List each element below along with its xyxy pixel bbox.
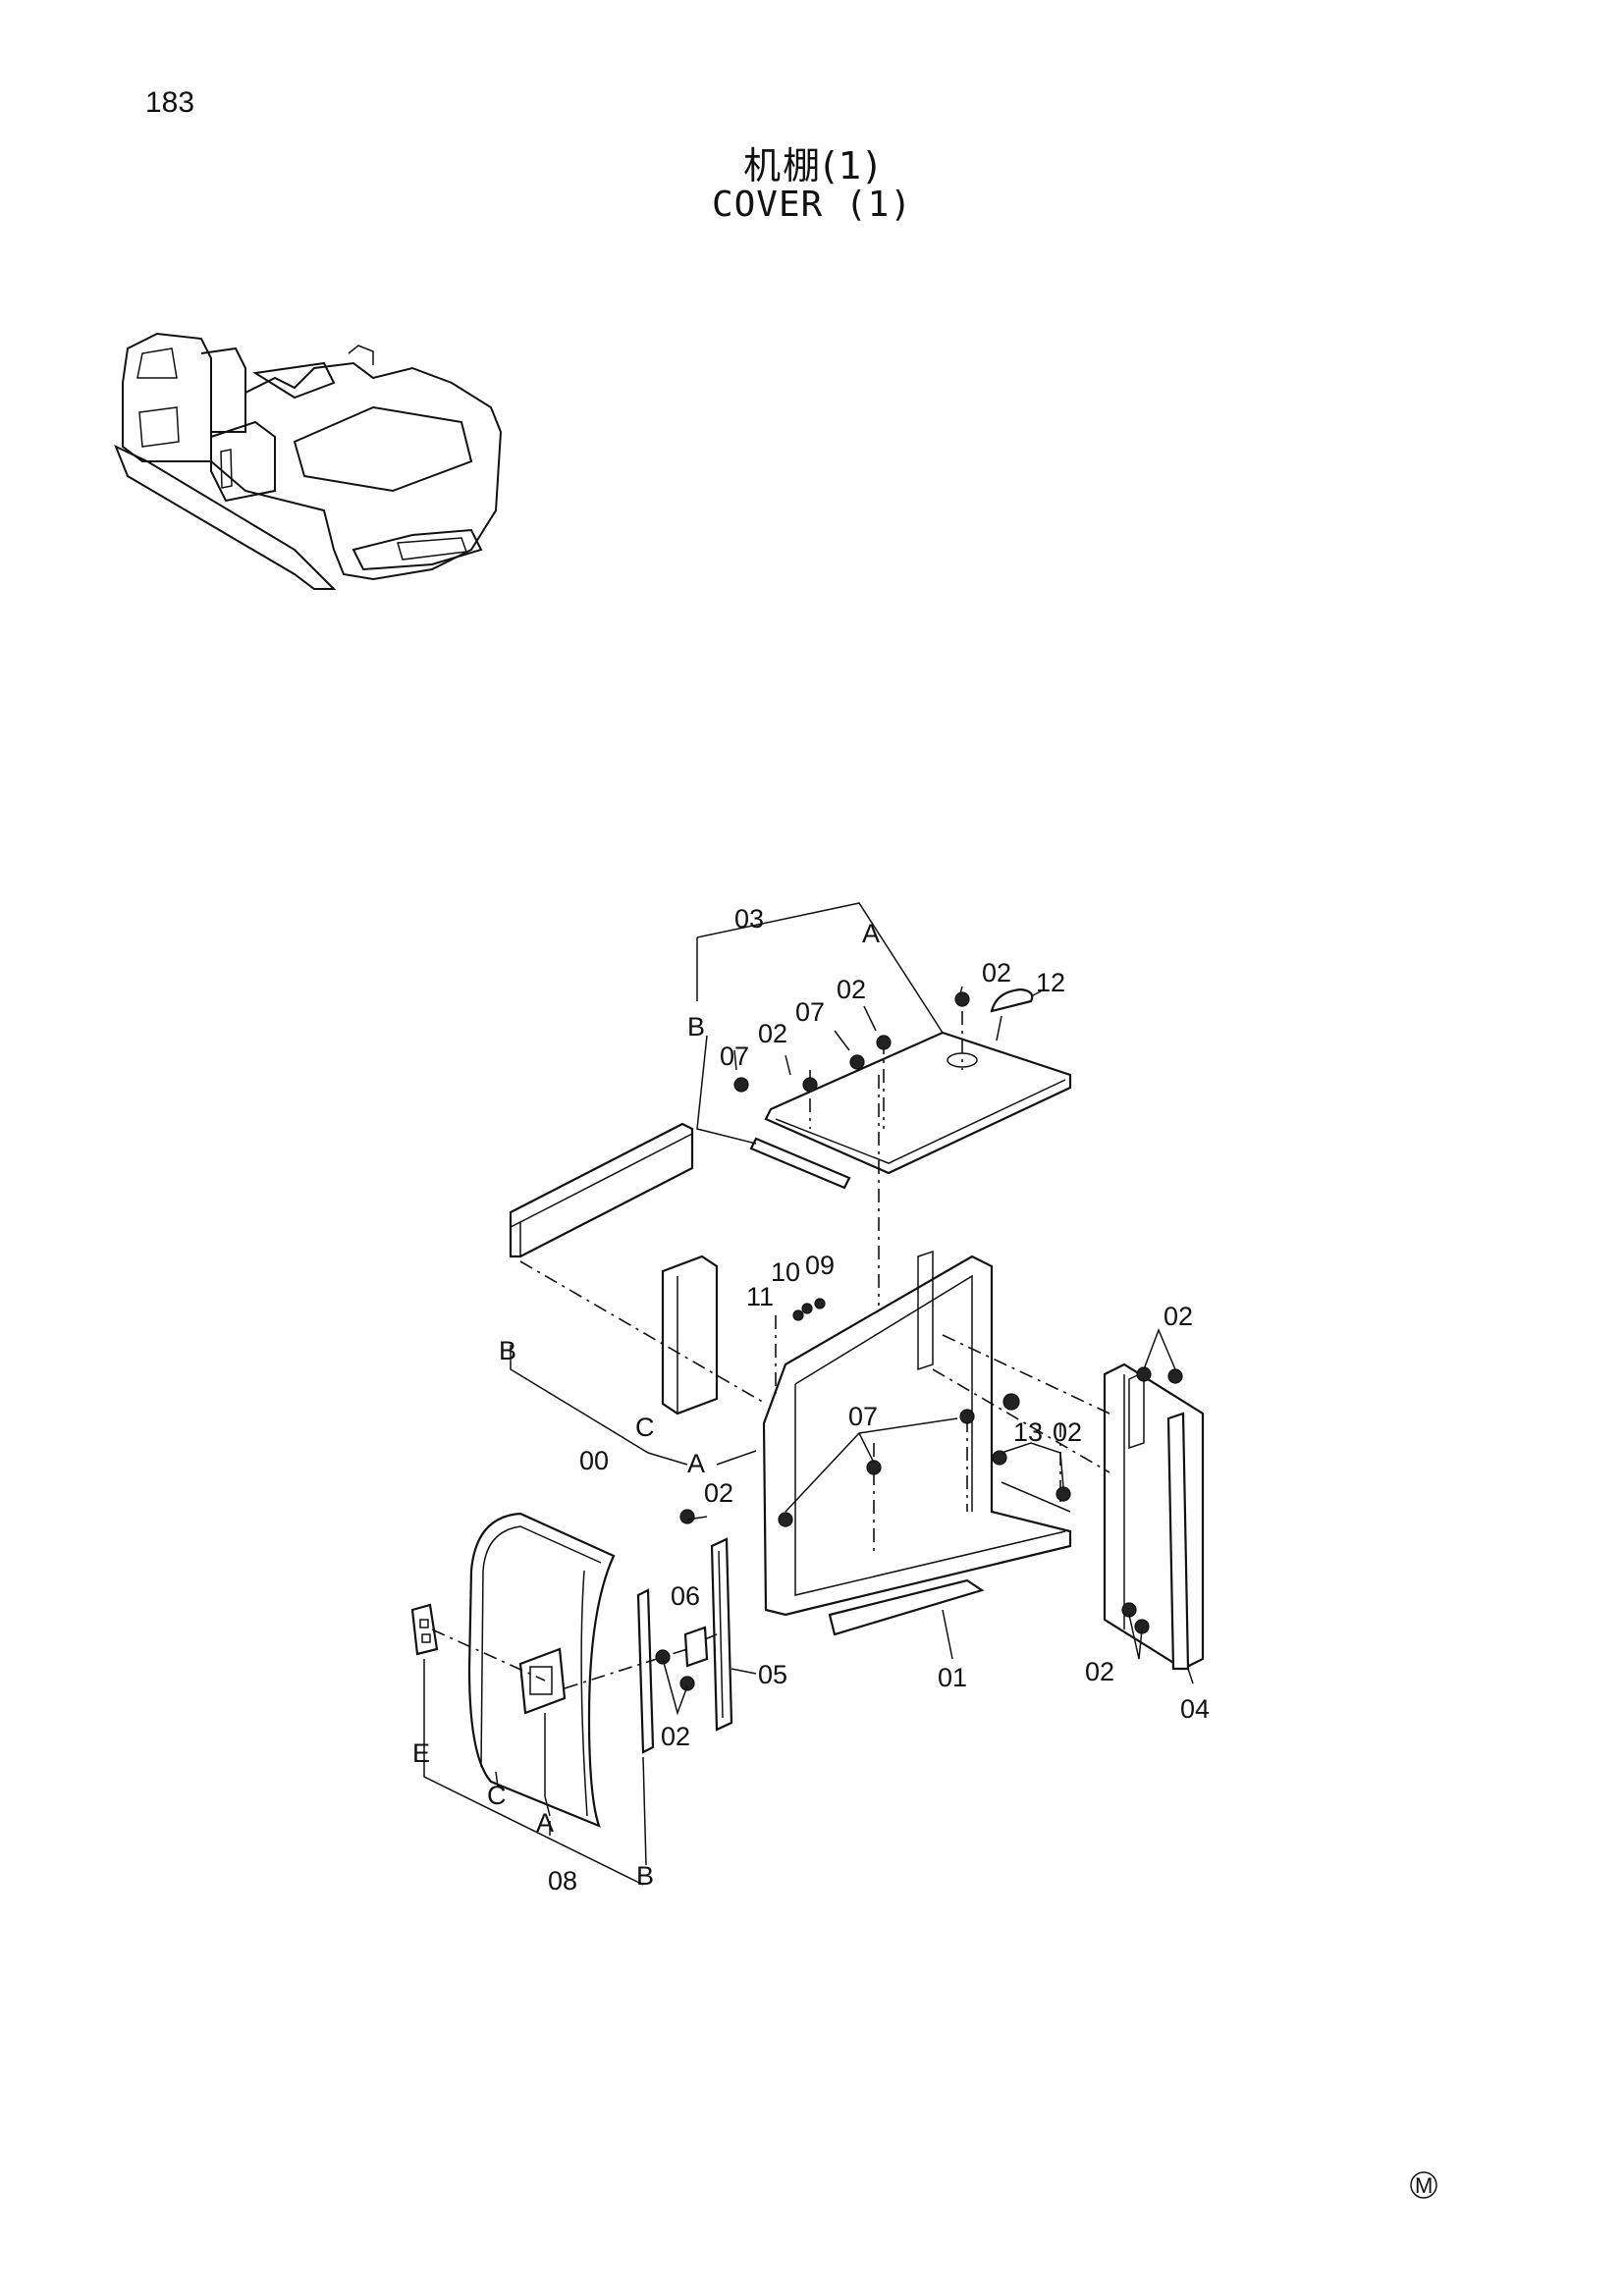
- callout-01: 01: [938, 1663, 967, 1692]
- callout-09: 09: [805, 1251, 835, 1280]
- leader-lines: [423, 902, 1194, 1886]
- callout-ref-a-mid: A: [687, 1449, 705, 1478]
- callout-02-right: 02: [982, 958, 1011, 988]
- callout-ref-b-door: B: [636, 1861, 654, 1891]
- maker-mark: M: [1410, 2171, 1437, 2199]
- callout-07-left: 07: [720, 1041, 749, 1071]
- callout-10: 10: [771, 1257, 800, 1287]
- callout-ref-a-top: A: [862, 919, 880, 948]
- callout-ref-a-door: A: [536, 1808, 554, 1838]
- callout-02-left: 02: [758, 1019, 787, 1048]
- callout-12: 12: [1036, 968, 1065, 997]
- callout-02-frame: 02: [1053, 1417, 1082, 1447]
- door-panel: [467, 1512, 616, 1828]
- page-title-zh: 机棚(1): [743, 144, 881, 187]
- callout-07-mid: 07: [795, 997, 825, 1027]
- fastener-bolts: [655, 991, 1183, 1691]
- callout-labels: 03 A B 07 02 07 02 02 12 11 10 09 B C 00…: [412, 904, 1210, 1896]
- callout-ref-c-door: C: [487, 1781, 507, 1810]
- callout-02-mid: 02: [837, 975, 866, 1004]
- side-inner-panel: [661, 1255, 719, 1415]
- page-title-en: COVER (1): [711, 185, 913, 225]
- callout-04: 04: [1180, 1694, 1210, 1724]
- hinge-bar: [710, 1537, 733, 1732]
- rubber-cap: [990, 988, 1034, 1041]
- callout-02-door-bottom: 02: [661, 1722, 690, 1751]
- callout-06: 06: [671, 1581, 700, 1611]
- callout-02-door-top: 02: [704, 1478, 733, 1508]
- callout-13: 13: [1013, 1417, 1043, 1447]
- callout-02-upper-right: 02: [1164, 1302, 1193, 1331]
- door-seal-strip: [636, 1588, 655, 1754]
- door-hinge: [410, 1603, 439, 1656]
- maker-mark-letter: M: [1415, 2173, 1433, 2198]
- cover-frame: [762, 1250, 1072, 1636]
- right-side-panel: [1103, 1362, 1205, 1671]
- callout-00: 00: [579, 1446, 609, 1475]
- callout-03: 03: [734, 904, 764, 934]
- callout-ref-e: E: [412, 1738, 430, 1768]
- callout-11: 11: [746, 1282, 774, 1311]
- excavator-location-thumbnail: [114, 332, 503, 590]
- callout-ref-b-top: B: [687, 1012, 705, 1041]
- cover-top-plate: [749, 1031, 1072, 1190]
- callout-05: 05: [758, 1660, 787, 1689]
- callout-07-frame: 07: [848, 1402, 878, 1431]
- callout-ref-b-mid: B: [499, 1336, 516, 1365]
- page-number: 183: [145, 86, 195, 119]
- callout-02-lower-right: 02: [1085, 1657, 1114, 1686]
- rear-panel: [509, 1122, 694, 1258]
- callout-08: 08: [548, 1866, 577, 1896]
- callout-ref-c-mid: C: [635, 1413, 655, 1442]
- latch-plate: [683, 1626, 709, 1668]
